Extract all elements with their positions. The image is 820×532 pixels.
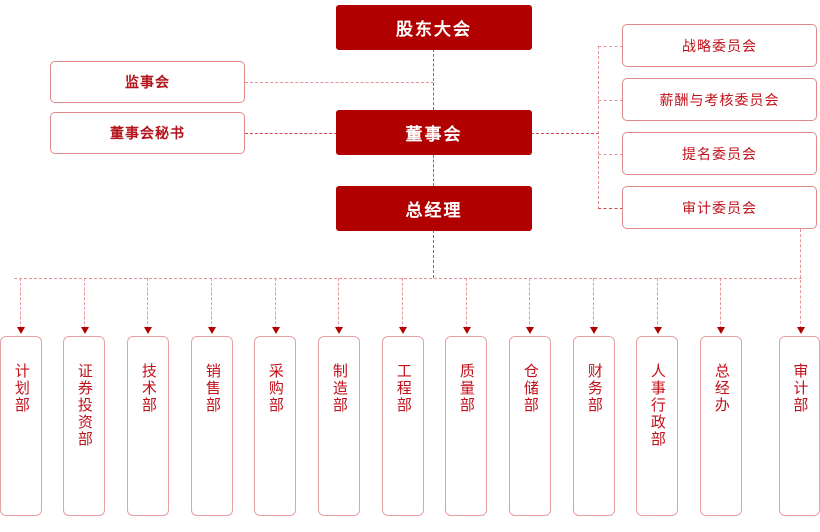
drop-line-dept-12 <box>720 278 721 329</box>
drop-line-dept-9 <box>529 278 530 329</box>
drop-line-dept-10 <box>593 278 594 329</box>
arrowhead-dept-12 <box>717 327 725 334</box>
arrowhead-dept-6 <box>335 327 343 334</box>
arrowhead-dept-3 <box>144 327 152 334</box>
node-general-manager-label: 总经理 <box>405 201 463 221</box>
node-dept-securities-investment-label: 证券投资部 <box>75 363 94 448</box>
connector-committee-1 <box>598 46 623 47</box>
arrowhead-dept-10 <box>590 327 598 334</box>
node-committee-strategy[interactable]: 战略委员会 <box>622 24 817 67</box>
node-committee-nomination-label: 提名委员会 <box>682 146 757 163</box>
node-dept-sales-label: 销售部 <box>203 363 222 414</box>
connector-board-to-gm <box>433 155 434 186</box>
node-board-secretary[interactable]: 董事会秘书 <box>50 112 245 154</box>
drop-line-dept-2 <box>84 278 85 329</box>
node-dept-planning-label: 计划部 <box>12 363 31 414</box>
node-dept-technology-label: 技术部 <box>139 363 158 414</box>
arrowhead-dept-1 <box>17 327 25 334</box>
arrowhead-dept-5 <box>272 327 280 334</box>
node-dept-procurement-label: 采购部 <box>266 363 285 414</box>
node-dept-finance-label: 财务部 <box>585 363 604 414</box>
connector-committee-2 <box>598 100 623 101</box>
drop-line-dept-6 <box>338 278 339 329</box>
connector-committee-3 <box>598 154 623 155</box>
arrowhead-dept-9 <box>526 327 534 334</box>
connector-board-to-committee-trunk <box>531 133 599 134</box>
node-dept-warehouse-label: 仓储部 <box>521 363 540 414</box>
node-dept-audit-label: 审计部 <box>791 363 810 414</box>
node-committee-audit[interactable]: 审计委员会 <box>622 186 817 229</box>
connector-gm-to-bus <box>433 230 434 278</box>
node-dept-engineering[interactable]: 工程部 <box>382 336 424 516</box>
node-board-of-directors-label: 董事会 <box>405 125 463 145</box>
arrowhead-dept-8 <box>463 327 471 334</box>
node-dept-manufacturing-label: 制造部 <box>330 363 349 414</box>
node-dept-gm-office[interactable]: 总经办 <box>700 336 742 516</box>
node-committee-compensation-label: 薪酬与考核委员会 <box>659 92 780 109</box>
node-committee-audit-label: 审计委员会 <box>682 200 757 217</box>
arrowhead-dept-7 <box>399 327 407 334</box>
drop-line-dept-11 <box>657 278 658 329</box>
node-committee-strategy-label: 战略委员会 <box>682 38 757 55</box>
node-board-secretary-label: 董事会秘书 <box>110 126 185 142</box>
node-dept-technology[interactable]: 技术部 <box>127 336 169 516</box>
drop-line-dept-5 <box>275 278 276 329</box>
node-dept-hr-administration[interactable]: 人事行政部 <box>636 336 678 516</box>
node-dept-engineering-label: 工程部 <box>394 363 413 414</box>
connector-audit-committee-to-audit-dept <box>800 229 801 329</box>
node-dept-manufacturing[interactable]: 制造部 <box>318 336 360 516</box>
department-bus-line <box>14 278 802 279</box>
node-board-of-directors[interactable]: 董事会 <box>336 110 532 155</box>
drop-line-dept-8 <box>466 278 467 329</box>
node-supervisory-board-label: 监事会 <box>125 75 170 91</box>
drop-line-dept-1 <box>20 278 21 329</box>
node-dept-securities-investment[interactable]: 证券投资部 <box>63 336 105 516</box>
drop-line-dept-3 <box>147 278 148 329</box>
node-dept-hr-administration-label: 人事行政部 <box>648 363 667 448</box>
node-dept-gm-office-label: 总经办 <box>712 363 731 414</box>
node-dept-quality-label: 质量部 <box>457 363 476 414</box>
node-dept-warehouse[interactable]: 仓储部 <box>509 336 551 516</box>
arrowhead-dept-11 <box>654 327 662 334</box>
arrowhead-dept-13 <box>797 327 805 334</box>
node-general-manager[interactable]: 总经理 <box>336 186 532 231</box>
node-dept-procurement[interactable]: 采购部 <box>254 336 296 516</box>
node-dept-quality[interactable]: 质量部 <box>445 336 487 516</box>
arrowhead-dept-4 <box>208 327 216 334</box>
drop-line-dept-4 <box>211 278 212 329</box>
arrowhead-dept-2 <box>81 327 89 334</box>
node-committee-nomination[interactable]: 提名委员会 <box>622 132 817 175</box>
connector-shareholders-to-board <box>433 49 434 110</box>
node-dept-audit[interactable]: 审计部 <box>779 336 820 516</box>
node-dept-sales[interactable]: 销售部 <box>191 336 233 516</box>
node-shareholders-meeting-label: 股东大会 <box>396 20 472 40</box>
node-committee-compensation[interactable]: 薪酬与考核委员会 <box>622 78 817 121</box>
connector-committee-4 <box>598 208 623 209</box>
drop-line-dept-7 <box>402 278 403 329</box>
node-supervisory-board[interactable]: 监事会 <box>50 61 245 103</box>
node-dept-finance[interactable]: 财务部 <box>573 336 615 516</box>
connector-supervisory-board <box>245 82 434 83</box>
committee-trunk-line <box>598 46 599 209</box>
node-shareholders-meeting[interactable]: 股东大会 <box>336 5 532 50</box>
node-dept-planning[interactable]: 计划部 <box>0 336 42 516</box>
